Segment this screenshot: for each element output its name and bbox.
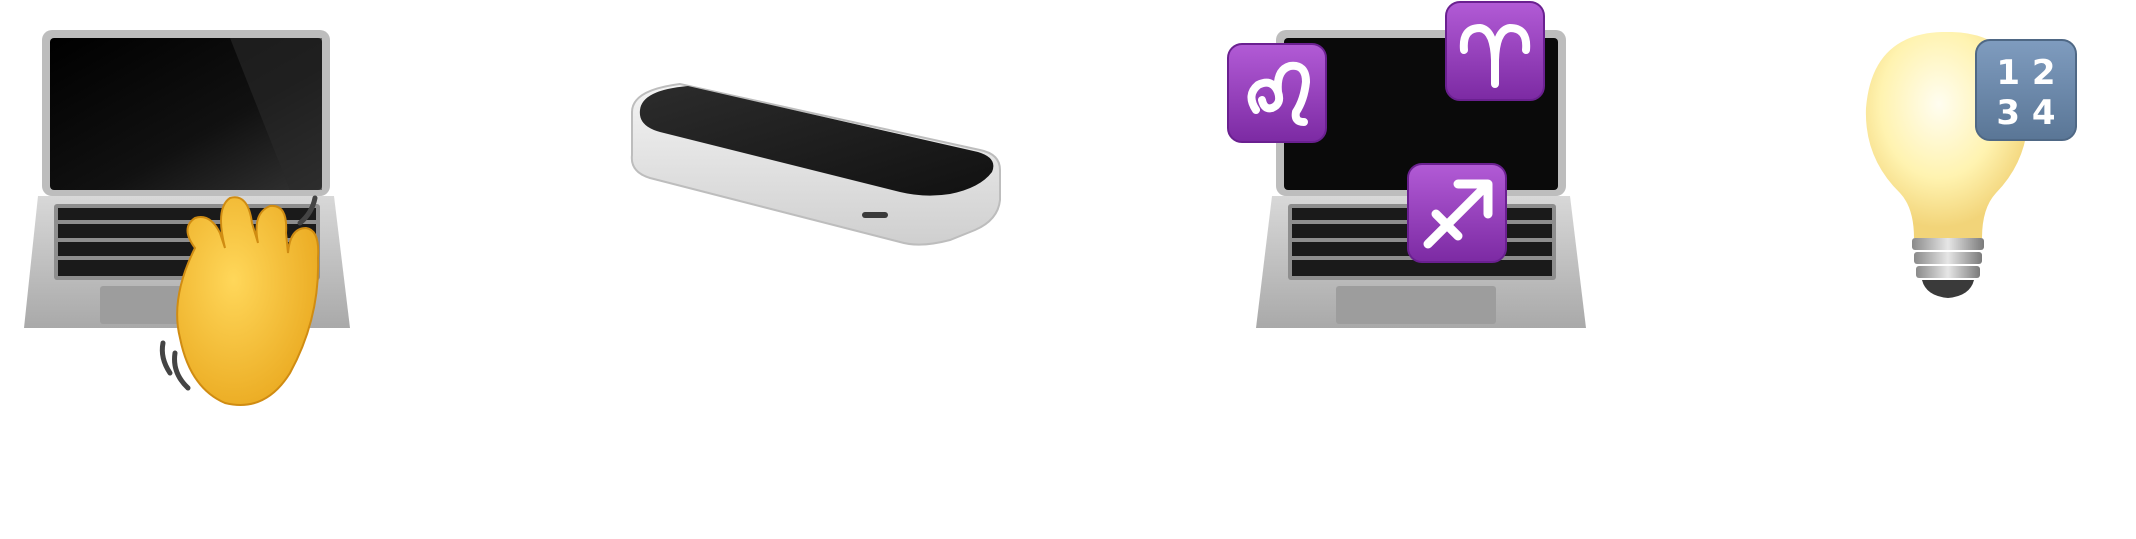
leo-icon <box>1227 43 1327 143</box>
aries-icon <box>1445 1 1545 101</box>
laptop-with-zodiac-signs-tile <box>1227 1 1586 328</box>
numbers-row-1: 1 2 <box>1996 53 2055 93</box>
light-bulb-with-numbers-tile: 1 2 3 4 <box>1865 32 2077 298</box>
waving-hand-icon <box>159 195 320 406</box>
numbers-row-2: 3 4 <box>1996 93 2055 133</box>
sagittarius-icon <box>1407 163 1507 263</box>
input-numbers-icon: 1 2 3 4 <box>1975 39 2077 141</box>
laptop-with-waving-hand-tile <box>24 30 350 406</box>
motion-sensor-device-tile <box>630 82 1001 246</box>
sensor-device-icon <box>630 82 1001 246</box>
